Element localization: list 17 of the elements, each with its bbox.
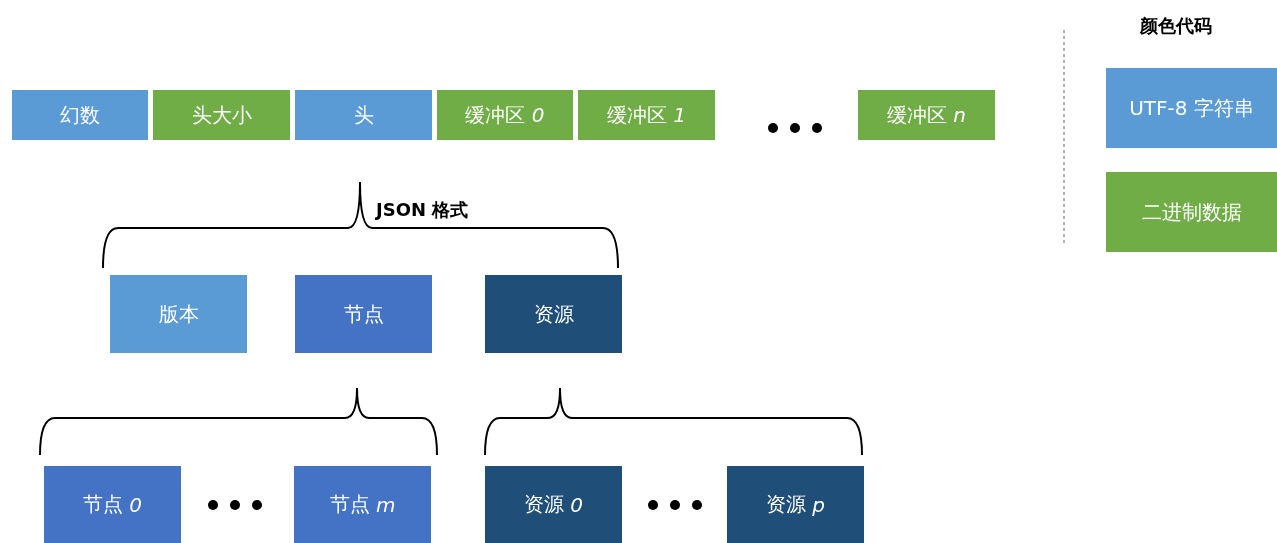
field-box: 缓冲区 n — [858, 90, 995, 140]
field-box: 节点 0 — [44, 466, 181, 543]
field-box: 节点 m — [294, 466, 431, 543]
legend-label: 二进制数据 — [1141, 198, 1242, 226]
field-box: 版本 — [110, 275, 247, 353]
field-box: 资源 — [485, 275, 622, 353]
field-box: 幻数 — [12, 90, 148, 140]
field-box: 头 — [295, 90, 432, 140]
legend-title: 颜色代码 — [1140, 14, 1212, 38]
bracket-label: JSON 格式 — [376, 198, 469, 222]
field-box: 缓冲区 1 — [578, 90, 715, 140]
field-box: 缓冲区 0 — [437, 90, 573, 140]
field-box: 节点 — [295, 275, 432, 353]
legend-label: UTF-8 字符串 — [1129, 94, 1254, 122]
field-box: 资源 0 — [485, 466, 622, 543]
field-box: 资源 p — [727, 466, 864, 543]
field-box: 头大小 — [153, 90, 290, 140]
